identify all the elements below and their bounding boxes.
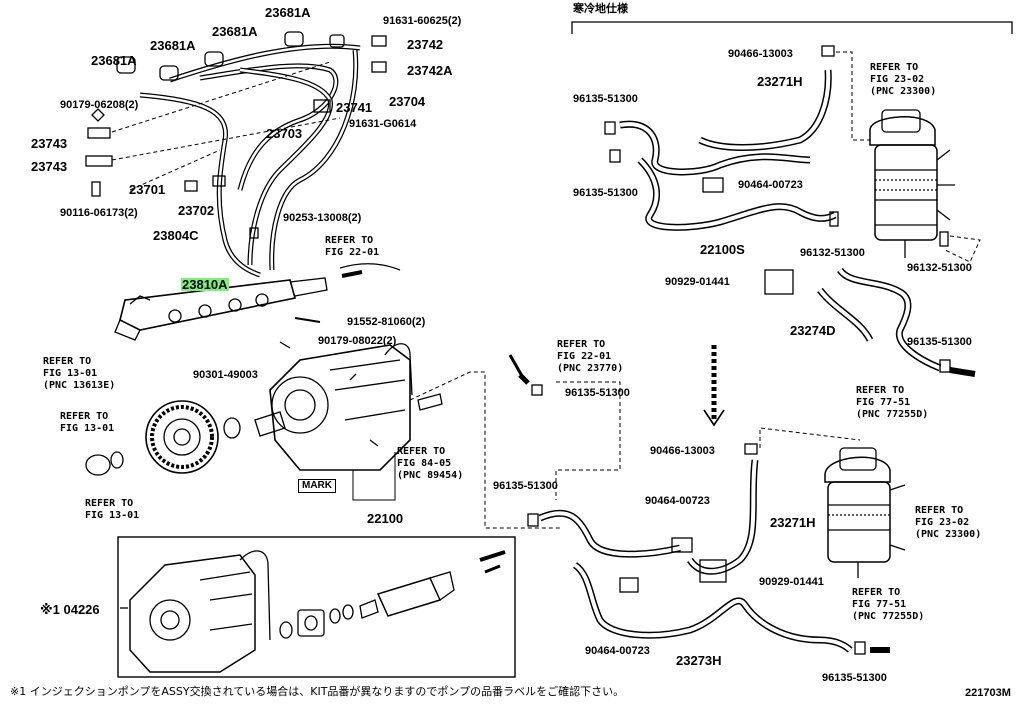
mark-label: MARK xyxy=(298,479,336,493)
callout-23273H[interactable]: 23273H xyxy=(676,653,722,668)
callout-96132-51300[interactable]: 96132-51300 xyxy=(800,247,865,259)
callout-23742A[interactable]: 23742A xyxy=(407,63,453,78)
figure-code: 221703M xyxy=(965,687,1011,699)
callout-90464-00723[interactable]: 90464-00723 xyxy=(585,645,650,657)
injection-pipes xyxy=(85,31,387,278)
callout-23704[interactable]: 23704 xyxy=(389,94,426,109)
pump-kit-inset xyxy=(117,536,516,678)
callout-96132-51300[interactable]: 96132-51300 xyxy=(907,262,972,274)
callout-04226[interactable]: ※1 04226 xyxy=(40,602,100,617)
callout-90464-00723[interactable]: 90464-00723 xyxy=(645,495,710,507)
callout-23681A[interactable]: 23681A xyxy=(91,53,137,68)
common-rail xyxy=(114,263,401,341)
callout-90929-01441[interactable]: 90929-01441 xyxy=(759,576,824,588)
cold-spec-title: 寒冷地仕様 xyxy=(573,3,628,15)
callout-23271H[interactable]: 23271H xyxy=(757,74,803,89)
callout-96135-51300[interactable]: 96135-51300 xyxy=(565,387,630,399)
callout-90179-08022[interactable]: 90179-08022(2) xyxy=(318,335,397,347)
callout-23810A-highlighted[interactable]: 23810A xyxy=(181,277,229,292)
callout-23681A[interactable]: 23681A xyxy=(212,24,258,39)
refer-fig-23-02[interactable]: REFER TO FIG 23-02 (PNC 23300) xyxy=(915,505,982,540)
callout-23742[interactable]: 23742 xyxy=(407,37,444,52)
cold-spec-assembly xyxy=(604,45,976,377)
callout-96135-51300[interactable]: 96135-51300 xyxy=(493,480,558,492)
callout-90301-49003[interactable]: 90301-49003 xyxy=(193,369,258,381)
callout-91552-81060[interactable]: 91552-81060(2) xyxy=(347,316,426,328)
pump-gear xyxy=(85,400,241,476)
callout-96135-51300[interactable]: 96135-51300 xyxy=(573,187,638,199)
callout-90464-00723[interactable]: 90464-00723 xyxy=(738,179,803,191)
callout-90253-13008[interactable]: 90253-13008(2) xyxy=(283,212,362,224)
callout-23703[interactable]: 23703 xyxy=(266,126,303,141)
callout-23702[interactable]: 23702 xyxy=(178,203,215,218)
refer-fig-23-02[interactable]: REFER TO FIG 23-02 (PNC 23300) xyxy=(870,62,937,97)
supply-pump xyxy=(254,341,443,471)
refer-fig-22-01[interactable]: REFER TO FIG 22-01 xyxy=(325,235,380,258)
callout-90116-06173[interactable]: 90116-06173(2) xyxy=(60,207,138,219)
callout-90179-06208[interactable]: 90179-06208(2) xyxy=(60,99,139,111)
callout-23701[interactable]: 23701 xyxy=(129,182,166,197)
callout-96135-51300[interactable]: 96135-51300 xyxy=(822,672,887,684)
callout-90929-01441[interactable]: 90929-01441 xyxy=(665,276,730,288)
callout-23271H[interactable]: 23271H xyxy=(770,515,816,530)
refer-fig-13-01[interactable]: REFER TO FIG 13-01 xyxy=(85,498,140,521)
callout-23743[interactable]: 23743 xyxy=(31,159,68,174)
callout-91631-60625[interactable]: 91631-60625(2) xyxy=(383,15,462,27)
callout-23743[interactable]: 23743 xyxy=(31,136,68,151)
callout-96135-51300[interactable]: 96135-51300 xyxy=(907,336,972,348)
standard-assembly xyxy=(508,354,906,655)
footnote: ※1 インジェクションポンプをASSY交換されている場合は、KIT品番が異なりま… xyxy=(10,685,625,698)
callout-23681A[interactable]: 23681A xyxy=(265,5,311,20)
refer-fig-84-05[interactable]: REFER TO FIG 84-05 (PNC 89454) xyxy=(397,446,464,481)
refer-fig-13-01-pnc[interactable]: REFER TO FIG 13-01 (PNC 13613E) xyxy=(43,356,116,391)
callout-96135-51300[interactable]: 96135-51300 xyxy=(573,93,638,105)
callout-23681A[interactable]: 23681A xyxy=(150,38,196,53)
refer-fig-77-51[interactable]: REFER TO FIG 77-51 (PNC 77255D) xyxy=(852,587,925,622)
callout-23741[interactable]: 23741 xyxy=(336,100,373,115)
callout-23804C[interactable]: 23804C xyxy=(153,228,199,243)
callout-91631-G0614[interactable]: 91631-G0614 xyxy=(349,118,417,130)
callout-22100[interactable]: 22100 xyxy=(367,511,404,526)
callout-23274D[interactable]: 23274D xyxy=(790,323,836,338)
callout-90466-13003[interactable]: 90466-13003 xyxy=(650,445,715,457)
refer-fig-77-51[interactable]: REFER TO FIG 77-51 (PNC 77255D) xyxy=(856,385,929,420)
callout-22100S[interactable]: 22100S xyxy=(700,242,745,257)
refer-fig-22-01-pnc[interactable]: REFER TO FIG 22-01 (PNC 23770) xyxy=(557,339,624,374)
refer-fig-13-01[interactable]: REFER TO FIG 13-01 xyxy=(60,411,115,434)
callout-90466-13003[interactable]: 90466-13003 xyxy=(728,48,793,60)
